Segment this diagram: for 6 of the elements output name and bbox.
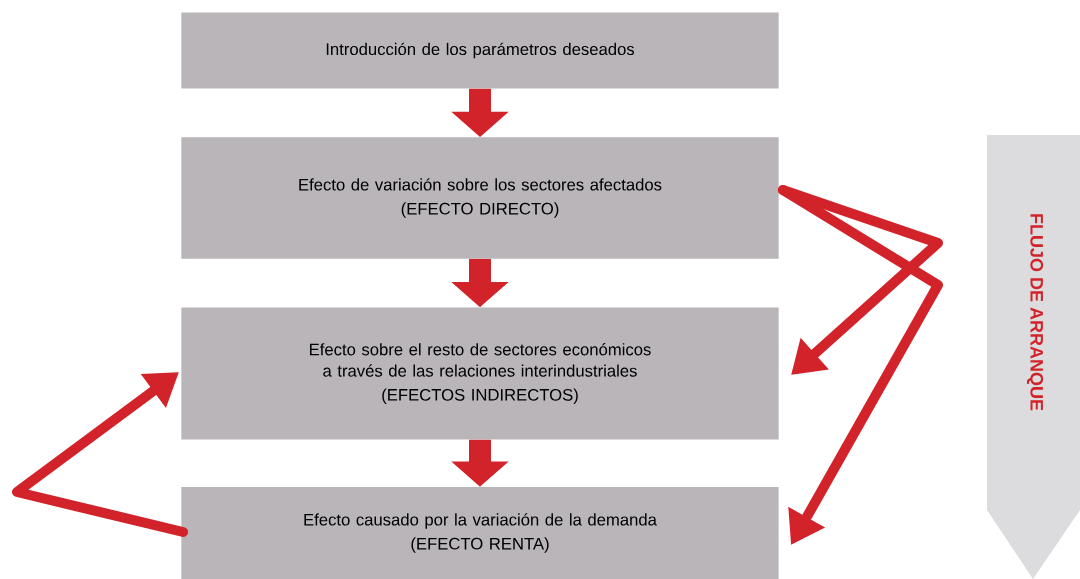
arrow xyxy=(12,372,189,537)
process-box: Introducción de los parámetros deseados xyxy=(181,12,779,89)
flow-band: FLUJO DE ARRANQUE xyxy=(987,135,1080,579)
process-box: Efecto de variación sobre los sectores afectados (EFECTO DIRECTO) xyxy=(181,137,779,259)
process-box: Efecto sobre el resto de sectores económicos a través de las relaciones interindustriales (EFECTOS INDIRECTOS) xyxy=(181,307,779,440)
process-box: Efecto causado por la variación de la demanda (EFECTO RENTA) xyxy=(181,487,779,579)
